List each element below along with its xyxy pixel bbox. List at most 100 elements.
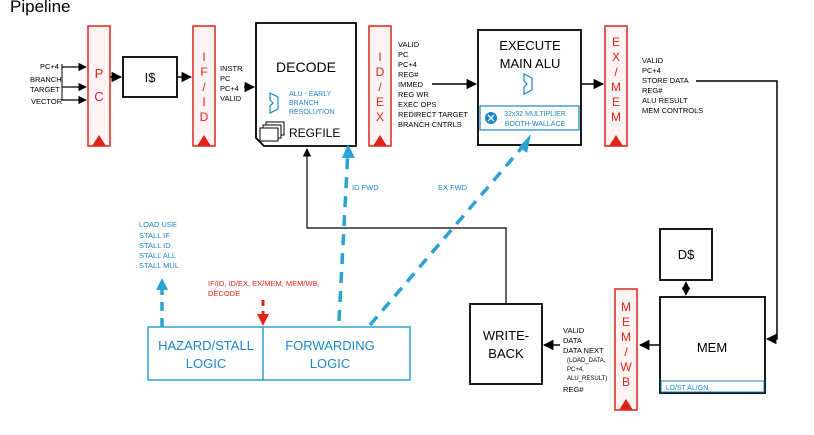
signal: REG WR [398, 90, 429, 99]
ex-mem-letter: M [611, 110, 621, 124]
writeback-block: WRITE- BACK [469, 303, 543, 385]
multiplier-label: BOOTH-WALLACE [505, 121, 566, 128]
id-ex-letter: D [376, 65, 385, 79]
ex-mem-letter: M [611, 80, 621, 94]
signal: VALID [642, 56, 664, 65]
id-ex-letter: X [376, 110, 384, 124]
signal: BRANCH CNTRLS [398, 120, 462, 129]
pc-register: P C [87, 25, 111, 147]
id-ex-signals: VALID PC PC+4 REG# IMMED REG WR EXEC OPS… [398, 40, 468, 129]
ex-mem-letter: E [612, 35, 620, 49]
mem-wb-letter: M [621, 330, 631, 344]
decode-block: DECODE ALU - EARLY BRANCH RESOLUTION REG… [255, 22, 357, 147]
icache-label: I$ [145, 70, 157, 85]
ex-fwd-label: EX FWD [438, 183, 468, 192]
signal: EXEC OPS [398, 100, 436, 109]
id-ex-letter: E [376, 95, 384, 109]
forwarding-label: FORWARDING [285, 338, 375, 353]
id-ex-letter: I [378, 50, 381, 64]
input-vector-label: VECTOR [31, 97, 63, 106]
hazard-label: LOGIC [186, 356, 226, 371]
ldst-align-label: LD/ST ALIGN [666, 385, 708, 392]
signal: (LOAD_DATA, [567, 358, 606, 364]
regfile-label: REGFILE [289, 126, 340, 140]
signal: REG# [398, 70, 419, 79]
signal: INSTR [220, 64, 243, 73]
diagram-title: Pipeline [10, 0, 71, 16]
signal: STALL MUL [139, 261, 179, 270]
writeback-label: WRITE- [483, 328, 529, 343]
signal: DECODE [208, 289, 240, 298]
forwarding-label: LOGIC [310, 356, 350, 371]
signal: ALU_RESULT) [567, 376, 607, 382]
signal: VALID [563, 326, 585, 335]
icache-block: I$ [122, 56, 178, 98]
signal: VALID [398, 40, 420, 49]
ex-mem-register: E X / M E M [604, 25, 628, 147]
signal: MEM CONTROLS [642, 106, 703, 115]
mem-wb-signals: VALID DATA DATA NEXT (LOAD_DATA, PC+4, A… [563, 326, 607, 394]
mem-wb-letter: B [622, 375, 630, 389]
ex-mem-signals: VALID PC+4 STORE DATA REG# ALU RESULT ME… [642, 56, 703, 115]
execute-block: EXECUTE MAIN ALU 32x32 MULTIPLIER BOOTH-… [477, 29, 582, 146]
if-id-letter: I [202, 95, 205, 109]
signal: PC [220, 74, 231, 83]
hazard-label: HAZARD/STALL [158, 338, 254, 353]
execute-label: EXECUTE [499, 38, 561, 53]
signal: IF/ID, ID/EX, EX/MEM, MEM/WB, [208, 279, 320, 288]
forwarding-paths: ID FWD EX FWD [337, 134, 531, 327]
if-id-signals: INSTR PC PC+4 VALID [220, 64, 243, 103]
signal: PC+4 [642, 66, 661, 75]
signal: STALL ID [139, 241, 171, 250]
signal: STORE DATA [642, 76, 689, 85]
if-id-register: I F / I D [192, 25, 216, 147]
signal: PC [398, 50, 409, 59]
mem-wb-letter: E [622, 315, 630, 329]
mem-wb-letter: W [620, 360, 632, 374]
signal: REG# [642, 86, 663, 95]
signal: STALL IF [139, 231, 170, 240]
ex-mem-letter: / [614, 65, 618, 79]
pc-input-signals: PC+4 BRANCH TARGET VECTOR [30, 62, 63, 106]
mem-wb-letter: / [624, 345, 628, 359]
signal: PC+4, [567, 367, 584, 373]
alu-early-label: BRANCH [289, 100, 319, 107]
signal: DATA NEXT [563, 346, 604, 355]
signal: PC+4 [220, 84, 239, 93]
signal: REG# [563, 385, 584, 394]
signal: IMMED [398, 80, 424, 89]
hazard-forwarding-unit: HAZARD/STALL LOGIC FORWARDING LOGIC [147, 326, 411, 381]
if-id-letter: F [200, 65, 207, 79]
alu-early-label: ALU - EARLY [289, 91, 332, 98]
alu-icon [269, 92, 279, 114]
signal: PC+4 [398, 60, 417, 69]
signal: STALL ALL [139, 251, 176, 260]
ex-mem-letter: X [612, 50, 620, 64]
ex-mem-letter: E [612, 95, 620, 109]
stall-in-signals: IF/ID, ID/EX, EX/MEM, MEM/WB, DECODE [208, 279, 320, 298]
alu-early-label: RESOLUTION [289, 109, 335, 116]
alu-icon [523, 73, 533, 95]
signal: LOAD USE [139, 220, 177, 229]
mem-label: MEM [697, 340, 727, 355]
multiplier-label: 32x32 MULTIPLIER [504, 111, 566, 118]
if-id-letter: I [202, 50, 205, 64]
decode-label: DECODE [276, 59, 336, 75]
writeback-label: BACK [488, 346, 524, 361]
dcache-label: D$ [678, 247, 695, 262]
if-id-letter: / [202, 80, 206, 94]
signal: VALID [220, 94, 242, 103]
signal: ALU RESULT [642, 96, 688, 105]
signal: DATA [563, 336, 582, 345]
if-id-letter: D [200, 110, 209, 124]
signal: REDIRECT TARGET [398, 110, 468, 119]
mem-block: MEM LD/ST ALIGN [659, 296, 766, 394]
mem-wb-register: M E M / W B [614, 288, 638, 411]
mem-wb-letter: M [621, 300, 631, 314]
regfile-icon [259, 121, 285, 142]
dcache-block: D$ [659, 228, 713, 281]
pc-letter: C [94, 89, 103, 104]
id-fwd-label: ID FWD [352, 183, 379, 192]
pc-letter: P [95, 66, 104, 81]
